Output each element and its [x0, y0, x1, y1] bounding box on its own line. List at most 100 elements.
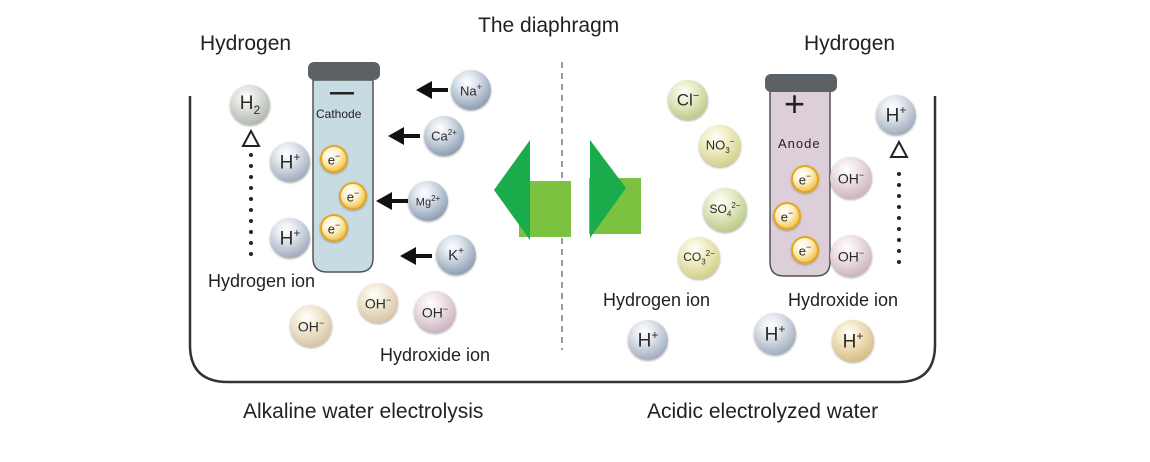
diaphragm-title: The diaphragm — [478, 14, 620, 37]
anode-cap — [765, 74, 837, 92]
right-hydroxide-ion: OH− — [830, 157, 872, 199]
ion-base: H — [885, 105, 900, 127]
cathode-electron: e− — [320, 145, 348, 173]
ion-charge: − — [692, 89, 700, 102]
ion-base: OH — [297, 318, 319, 335]
ion-subscript: 3 — [725, 145, 730, 155]
left-hydrogen-ion: H+ — [270, 218, 310, 258]
right-hydroxide-ion: OH− — [830, 235, 872, 277]
anode-electron: e− — [791, 165, 819, 193]
ion-base: CO — [683, 250, 702, 265]
anion-so4: SO42− — [703, 188, 747, 232]
left-arrow-icon — [494, 140, 571, 240]
cathode-electron: e− — [339, 182, 367, 210]
anion-co3: CO32− — [678, 237, 720, 279]
anion-no3: NO3− — [699, 125, 741, 167]
ion-charge: + — [293, 149, 301, 164]
cathode-electron: e− — [320, 214, 348, 242]
electron-charge: − — [805, 170, 812, 181]
anode-plus-sign: + — [784, 83, 806, 124]
electron-base: e — [346, 189, 354, 205]
ion-charge: + — [651, 327, 659, 342]
electron-charge: − — [353, 187, 360, 198]
ion-charge: − — [858, 247, 865, 258]
h2-molecule: H2 — [230, 85, 270, 125]
ion-subscript: 3 — [701, 257, 706, 267]
ion-charge: 2− — [705, 249, 715, 259]
electron-charge: − — [334, 219, 341, 230]
electron-charge: − — [334, 150, 341, 161]
electron-base: e — [798, 172, 806, 188]
ion-base: K — [448, 247, 459, 264]
electron-base: e — [780, 209, 788, 225]
left-hydrogen-label: Hydrogen — [200, 32, 292, 55]
anion-cl: Cl− — [668, 80, 708, 120]
ion-base: NO — [705, 137, 726, 153]
left-hydrogen-ion-label: Hydrogen ion — [208, 271, 316, 291]
right-hydrogen-ion: H+ — [754, 313, 796, 355]
electron-base: e — [798, 243, 806, 259]
left-hydroxide-ion: OH− — [358, 283, 398, 323]
right-hydrogen-ion: H+ — [628, 320, 668, 360]
cathode-cap — [308, 62, 380, 80]
anode-label: Anode — [778, 136, 821, 151]
ion-base: H — [842, 331, 857, 353]
ion-base: OH — [364, 295, 386, 312]
left-hydrogen-ion: H+ — [270, 142, 310, 182]
right-caption: Acidic electrolyzed water — [647, 400, 879, 423]
container-outline — [188, 96, 937, 384]
ion-charge: + — [458, 246, 464, 257]
arrow-na — [416, 81, 448, 99]
ion-charge: − — [385, 294, 392, 305]
h2-subscript: 2 — [253, 102, 261, 117]
cation-mg: Mg2+ — [408, 181, 448, 221]
ion-base: H — [764, 324, 779, 346]
ion-base: Na — [460, 83, 477, 99]
left-hydroxide-ion: OH− — [414, 291, 456, 333]
ion-charge: − — [442, 303, 449, 314]
right-dotted-arrow — [889, 139, 909, 264]
ion-base: H — [637, 330, 652, 352]
electron-charge: − — [805, 241, 812, 252]
ion-charge: + — [899, 102, 907, 117]
ion-base: H — [279, 152, 294, 174]
ion-base: Ca — [431, 128, 448, 144]
left-caption: Alkaline water electrolysis — [243, 400, 484, 423]
cathode-minus-sign — [330, 92, 354, 95]
electron-base: e — [327, 152, 335, 168]
ion-charge: − — [858, 169, 865, 180]
left-dotted-arrow — [241, 128, 261, 256]
ion-base: SO — [709, 202, 727, 217]
ion-base: OH — [837, 248, 859, 265]
anode-electron: e− — [773, 202, 801, 230]
right-hydrogen-label: Hydrogen — [804, 32, 896, 55]
right-hydrogen-ion: H+ — [832, 320, 874, 362]
electron-charge: − — [787, 207, 794, 218]
ion-charge: − — [729, 137, 735, 147]
ion-base: Mg — [415, 196, 432, 209]
electron-base: e — [327, 221, 335, 237]
cation-k: K+ — [436, 235, 476, 275]
ion-charge: + — [856, 328, 864, 343]
ion-subscript: 4 — [726, 209, 732, 219]
left-hydroxide-ion: OH− — [290, 305, 332, 347]
right-hydroxide-ion-label: Hydroxide ion — [788, 290, 899, 310]
ion-charge: 2+ — [431, 193, 441, 203]
cation-na: Na+ — [451, 70, 491, 110]
ion-charge: + — [293, 225, 301, 240]
right-hydrogen-ion-label: Hydrogen ion — [603, 290, 711, 310]
ion-charge: 2− — [731, 201, 741, 211]
ion-base: OH — [421, 304, 443, 321]
ion-base: OH — [837, 170, 859, 187]
cation-ca: Ca2+ — [424, 116, 464, 156]
ion-base: H — [279, 228, 294, 250]
cathode-label: Cathode — [316, 107, 362, 121]
ion-charge: − — [318, 317, 325, 328]
cation-arrows — [376, 81, 448, 265]
arrow-ca — [388, 127, 420, 145]
h2-base: H — [239, 93, 254, 115]
anode-electron: e− — [791, 236, 819, 264]
ion-charge: 2+ — [447, 128, 457, 138]
